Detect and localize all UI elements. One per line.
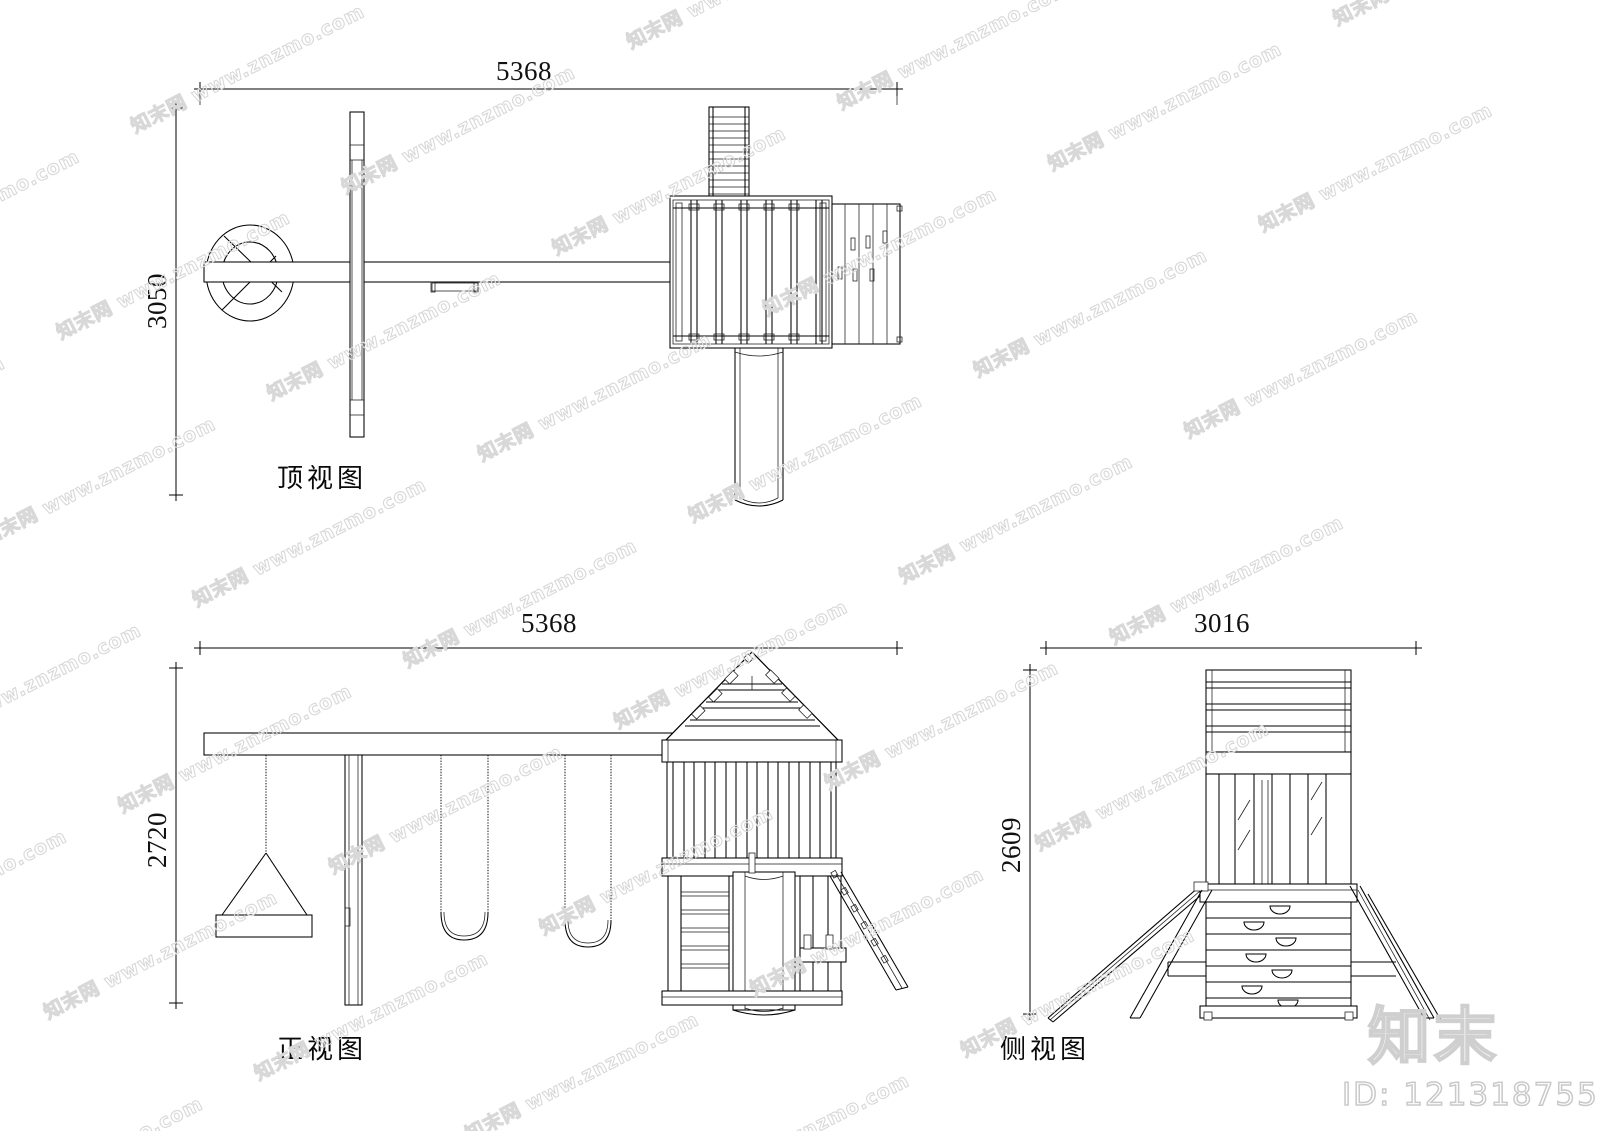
- tower-upper-posts: [666, 761, 837, 859]
- side-roof: [1205, 669, 1352, 753]
- side-view-height-dimension: [1023, 664, 1037, 1020]
- tower-ladder: [680, 876, 730, 991]
- side-ground-ties: [1167, 961, 1396, 977]
- side-upper-posts: [1205, 773, 1352, 885]
- side-deck-beam: [1199, 883, 1358, 903]
- trapeze-swing: [215, 755, 313, 938]
- tower-base-sill: [661, 990, 843, 1006]
- side-view-width-dimension: [1040, 641, 1422, 655]
- front-view-height-dimension: [169, 662, 183, 1009]
- side-view-label: 侧视图: [1000, 1035, 1090, 1065]
- front-view-label: 正视图: [277, 1035, 367, 1065]
- slide-tube: [732, 852, 796, 1016]
- tower-bench: [799, 934, 847, 963]
- platform-deck-plan: [669, 195, 833, 349]
- top-view-group: 顶视图 5368 3050: [142, 56, 903, 507]
- front-view-width-dimension: [194, 641, 903, 655]
- front-height-dimension-text: 2720: [142, 812, 172, 868]
- side-climbing-wall: [1205, 901, 1352, 1019]
- slide-plan: [734, 348, 784, 507]
- side-slide-left: [1047, 881, 1209, 1023]
- side-base-sill: [1199, 1005, 1358, 1021]
- swing-seat-1: [440, 755, 489, 941]
- side-right-leg: [1349, 885, 1443, 1023]
- top-view-label: 顶视图: [277, 464, 367, 494]
- front-view-group: 正视图 5368 2720: [142, 608, 909, 1065]
- side-height-dimension-text: 2609: [996, 817, 1026, 873]
- front-support-post: [344, 754, 363, 1006]
- support-post-plan: [349, 111, 365, 438]
- ladder-plan: [708, 106, 750, 206]
- beam-bracket-plan: [430, 281, 479, 293]
- front-top-beam: [203, 732, 735, 756]
- front-width-dimension-text: 5368: [521, 608, 577, 638]
- tower-roof: [663, 651, 841, 743]
- top-view-width-dimension: [194, 82, 903, 105]
- top-width-dimension-text: 5368: [496, 56, 552, 86]
- top-height-dimension-text: 3050: [142, 273, 172, 329]
- side-width-dimension-text: 3016: [1194, 608, 1250, 638]
- side-left-leg: [1129, 889, 1213, 1019]
- swing-seat-2: [564, 755, 612, 948]
- top-view-height-dimension: [169, 102, 183, 501]
- climbing-ramp: [829, 869, 909, 991]
- side-view-group: 侧视图 3016 2609: [996, 608, 1443, 1065]
- side-roof-base: [1205, 751, 1352, 775]
- ramp-plan: [831, 203, 903, 345]
- tower-fascia: [661, 739, 843, 763]
- climbing-holds: [1241, 905, 1299, 1009]
